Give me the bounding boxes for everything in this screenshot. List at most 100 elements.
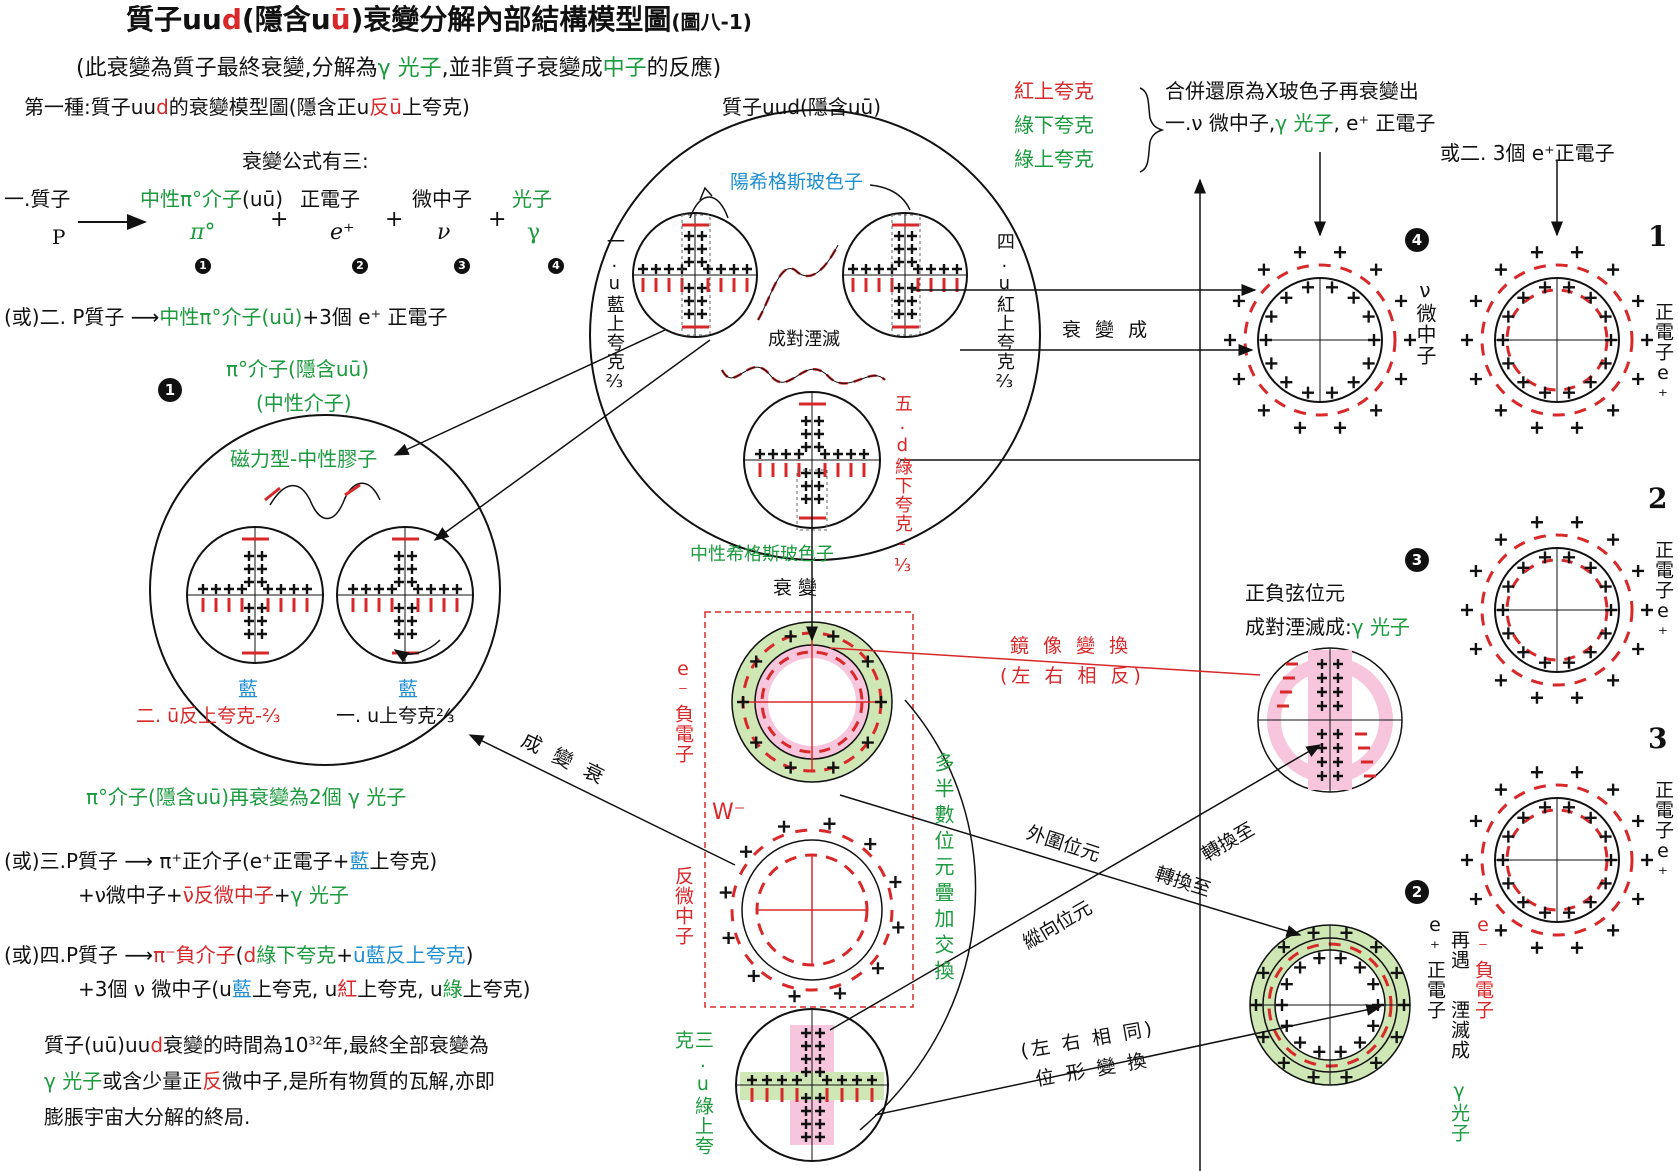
- e-minus-label: e⁻負電子: [671, 658, 694, 764]
- arrow-u-to-ubar: [393, 639, 441, 663]
- green-down-quark: 綠下夸克: [1014, 113, 1094, 137]
- pion-ubar-circle-plus: [237, 584, 247, 594]
- positron-3-circle-inner-plus: [1538, 906, 1551, 919]
- positron-1-circle-inner-plus: [1538, 281, 1551, 294]
- quark-4-circle-plus: [848, 264, 858, 274]
- neutrino-4-circle-inner-plus: [1347, 291, 1360, 304]
- pair-inner-plus: [1334, 952, 1347, 965]
- quark3-plus: [801, 1028, 811, 1038]
- type1-rev: 反ū: [369, 95, 402, 119]
- mirror-plus: [1317, 729, 1327, 739]
- gluon-dash: [264, 483, 361, 502]
- antineutrino-plus: [747, 969, 760, 982]
- positron-3-circle-outer-dash: [1480, 783, 1634, 937]
- neutrino-4-circle-inner-plus: [1265, 357, 1278, 370]
- positron-3-circle-outer-plus: [1571, 941, 1584, 954]
- formula-one-label: 一.質子: [4, 187, 71, 211]
- quark-5-circle-plus: [814, 429, 824, 439]
- pion-decay-text: π°介子(隱含uū)再衰變為2個 γ 光子: [86, 785, 407, 809]
- type1-b: 的衰變模型圖(隱含正u: [168, 95, 370, 119]
- quark-5-circle-plus: [814, 481, 824, 491]
- formula-pion-text: 中性π°介子: [140, 187, 243, 211]
- pion-ubar-circle-plus: [244, 564, 254, 574]
- quark-4-circle-plus: [907, 231, 917, 241]
- positron-1-circle-outer-plus: [1607, 263, 1620, 276]
- quark3-plus: [801, 1119, 811, 1129]
- electron-plus: [737, 696, 749, 708]
- positron-3-circle-outer-plus: [1641, 854, 1653, 866]
- pion-ubar-circle-plus: [224, 584, 234, 594]
- quark-1-circle-plus: [697, 257, 707, 267]
- neutrino-4-circle-outer-dash: [1243, 263, 1397, 417]
- positron-label-3: 正電子e⁺: [1651, 780, 1674, 886]
- neutrino-4-circle-outer-plus: [1232, 373, 1245, 386]
- positron-1-circle-inner-plus: [1563, 281, 1576, 294]
- positron-2-circle-outer-dash: [1480, 533, 1634, 687]
- pion-u-circle-plus: [394, 577, 404, 587]
- pion-u-circle-plus: [374, 584, 384, 594]
- quark-4-circle-plus: [926, 264, 936, 274]
- badge-3: 3: [1405, 548, 1429, 572]
- neutrino-4-circle-outer-plus: [1224, 334, 1236, 346]
- positron-3-circle-inner-plus: [1517, 811, 1530, 824]
- mirror-plus: [1333, 729, 1343, 739]
- positron-2-circle-inner-plus: [1538, 656, 1551, 669]
- conclusion-line1: 質子(uū)uud衰變的時間為1032年,最終全部衰變為: [44, 1034, 489, 1057]
- alt3-b: 上夸克): [369, 849, 438, 873]
- quark-1-circle-plus: [638, 264, 648, 274]
- arrow-decay-to-pion: [468, 734, 736, 866]
- positron-2-circle-inner-plus: [1517, 646, 1530, 659]
- positron-2-circle-outer-plus: [1641, 604, 1653, 616]
- pair-inner-plus: [1367, 1019, 1380, 1032]
- positron-3-circle-outer-plus: [1632, 814, 1645, 827]
- pion-u-circle-plus: [394, 564, 404, 574]
- concl-green: γ 光子: [44, 1069, 103, 1093]
- antineutrino-plus: [719, 886, 732, 899]
- quark3-plus: [815, 1119, 825, 1129]
- pair-inner-plus: [1294, 961, 1307, 974]
- quark3-plus: [852, 1075, 862, 1085]
- positron-2-circle-inner-plus: [1497, 604, 1509, 616]
- positron-3-circle-inner-plus: [1502, 877, 1515, 890]
- positron-1-circle-outer-plus: [1571, 246, 1584, 259]
- positron-3-circle-inner-plus: [1599, 877, 1612, 890]
- pion-u-circle-plus: [407, 616, 417, 626]
- positron-1-circle-outer-plus: [1461, 334, 1473, 346]
- positron-3-circle-outer-plus: [1494, 783, 1507, 796]
- concl-sup: 32: [308, 1034, 323, 1048]
- neutrino-4-circle-outer-plus: [1370, 263, 1383, 276]
- subtitle-a: (此衰變為質子最終衰變,分解為: [76, 56, 378, 81]
- concl-l2a: 或含少量正: [102, 1069, 203, 1093]
- merge-line3: 或二. 3個 e⁺正電子: [1440, 141, 1615, 165]
- electron-plus: [750, 736, 763, 749]
- red-up-quark: 紅上夸克: [1014, 79, 1094, 103]
- electron-pair-label: e⁻負電子: [1471, 914, 1494, 1020]
- positron-1-circle-outer-plus: [1641, 334, 1653, 346]
- proton-circle: [589, 109, 1041, 561]
- neutrino-4-circle-outer-plus: [1370, 404, 1383, 417]
- mirror-plus: [1317, 701, 1327, 711]
- quark-1-circle-plus: [716, 264, 726, 274]
- positron-2-circle-inner-plus: [1517, 561, 1530, 574]
- quark3-plus: [815, 1041, 825, 1051]
- positron-3-circle-inner-plus: [1599, 830, 1612, 843]
- antineutrino-plus: [778, 820, 791, 833]
- concl-l2b: 微中子,是所有物質的瓦解,亦即: [222, 1069, 495, 1093]
- title-d: d: [221, 3, 242, 36]
- alt4-line2: +3個 ν 微中子(u藍上夸克, u紅上夸克, u綠上夸克): [78, 978, 530, 1001]
- alt3-line1: (或)三.P質子 ⟶ π⁺正介子(e⁺正電子+藍上夸克): [4, 850, 437, 873]
- pair-marks: [1250, 926, 1410, 1084]
- anti-neutrino-label: 反微中子: [671, 866, 694, 946]
- pair-outer-plus: [1390, 1031, 1403, 1044]
- pion-u-circle-plus: [361, 584, 371, 594]
- positron-2-circle-inner-plus: [1599, 627, 1612, 640]
- quark-5-circle-plus: [846, 449, 856, 459]
- positron-2-circle-outer-plus: [1530, 516, 1543, 529]
- quark-5-circle-plus: [814, 442, 824, 452]
- neutrino-4-circle-inner-plus: [1280, 291, 1293, 304]
- positron-1-circle-outer-plus: [1469, 373, 1482, 386]
- positron-1-circle-inner-plus: [1584, 291, 1597, 304]
- concl-b: 衰變的時間為10: [163, 1033, 309, 1057]
- antineutrino-outer-dashes: [730, 828, 894, 992]
- formula-plus-1: +: [270, 207, 289, 232]
